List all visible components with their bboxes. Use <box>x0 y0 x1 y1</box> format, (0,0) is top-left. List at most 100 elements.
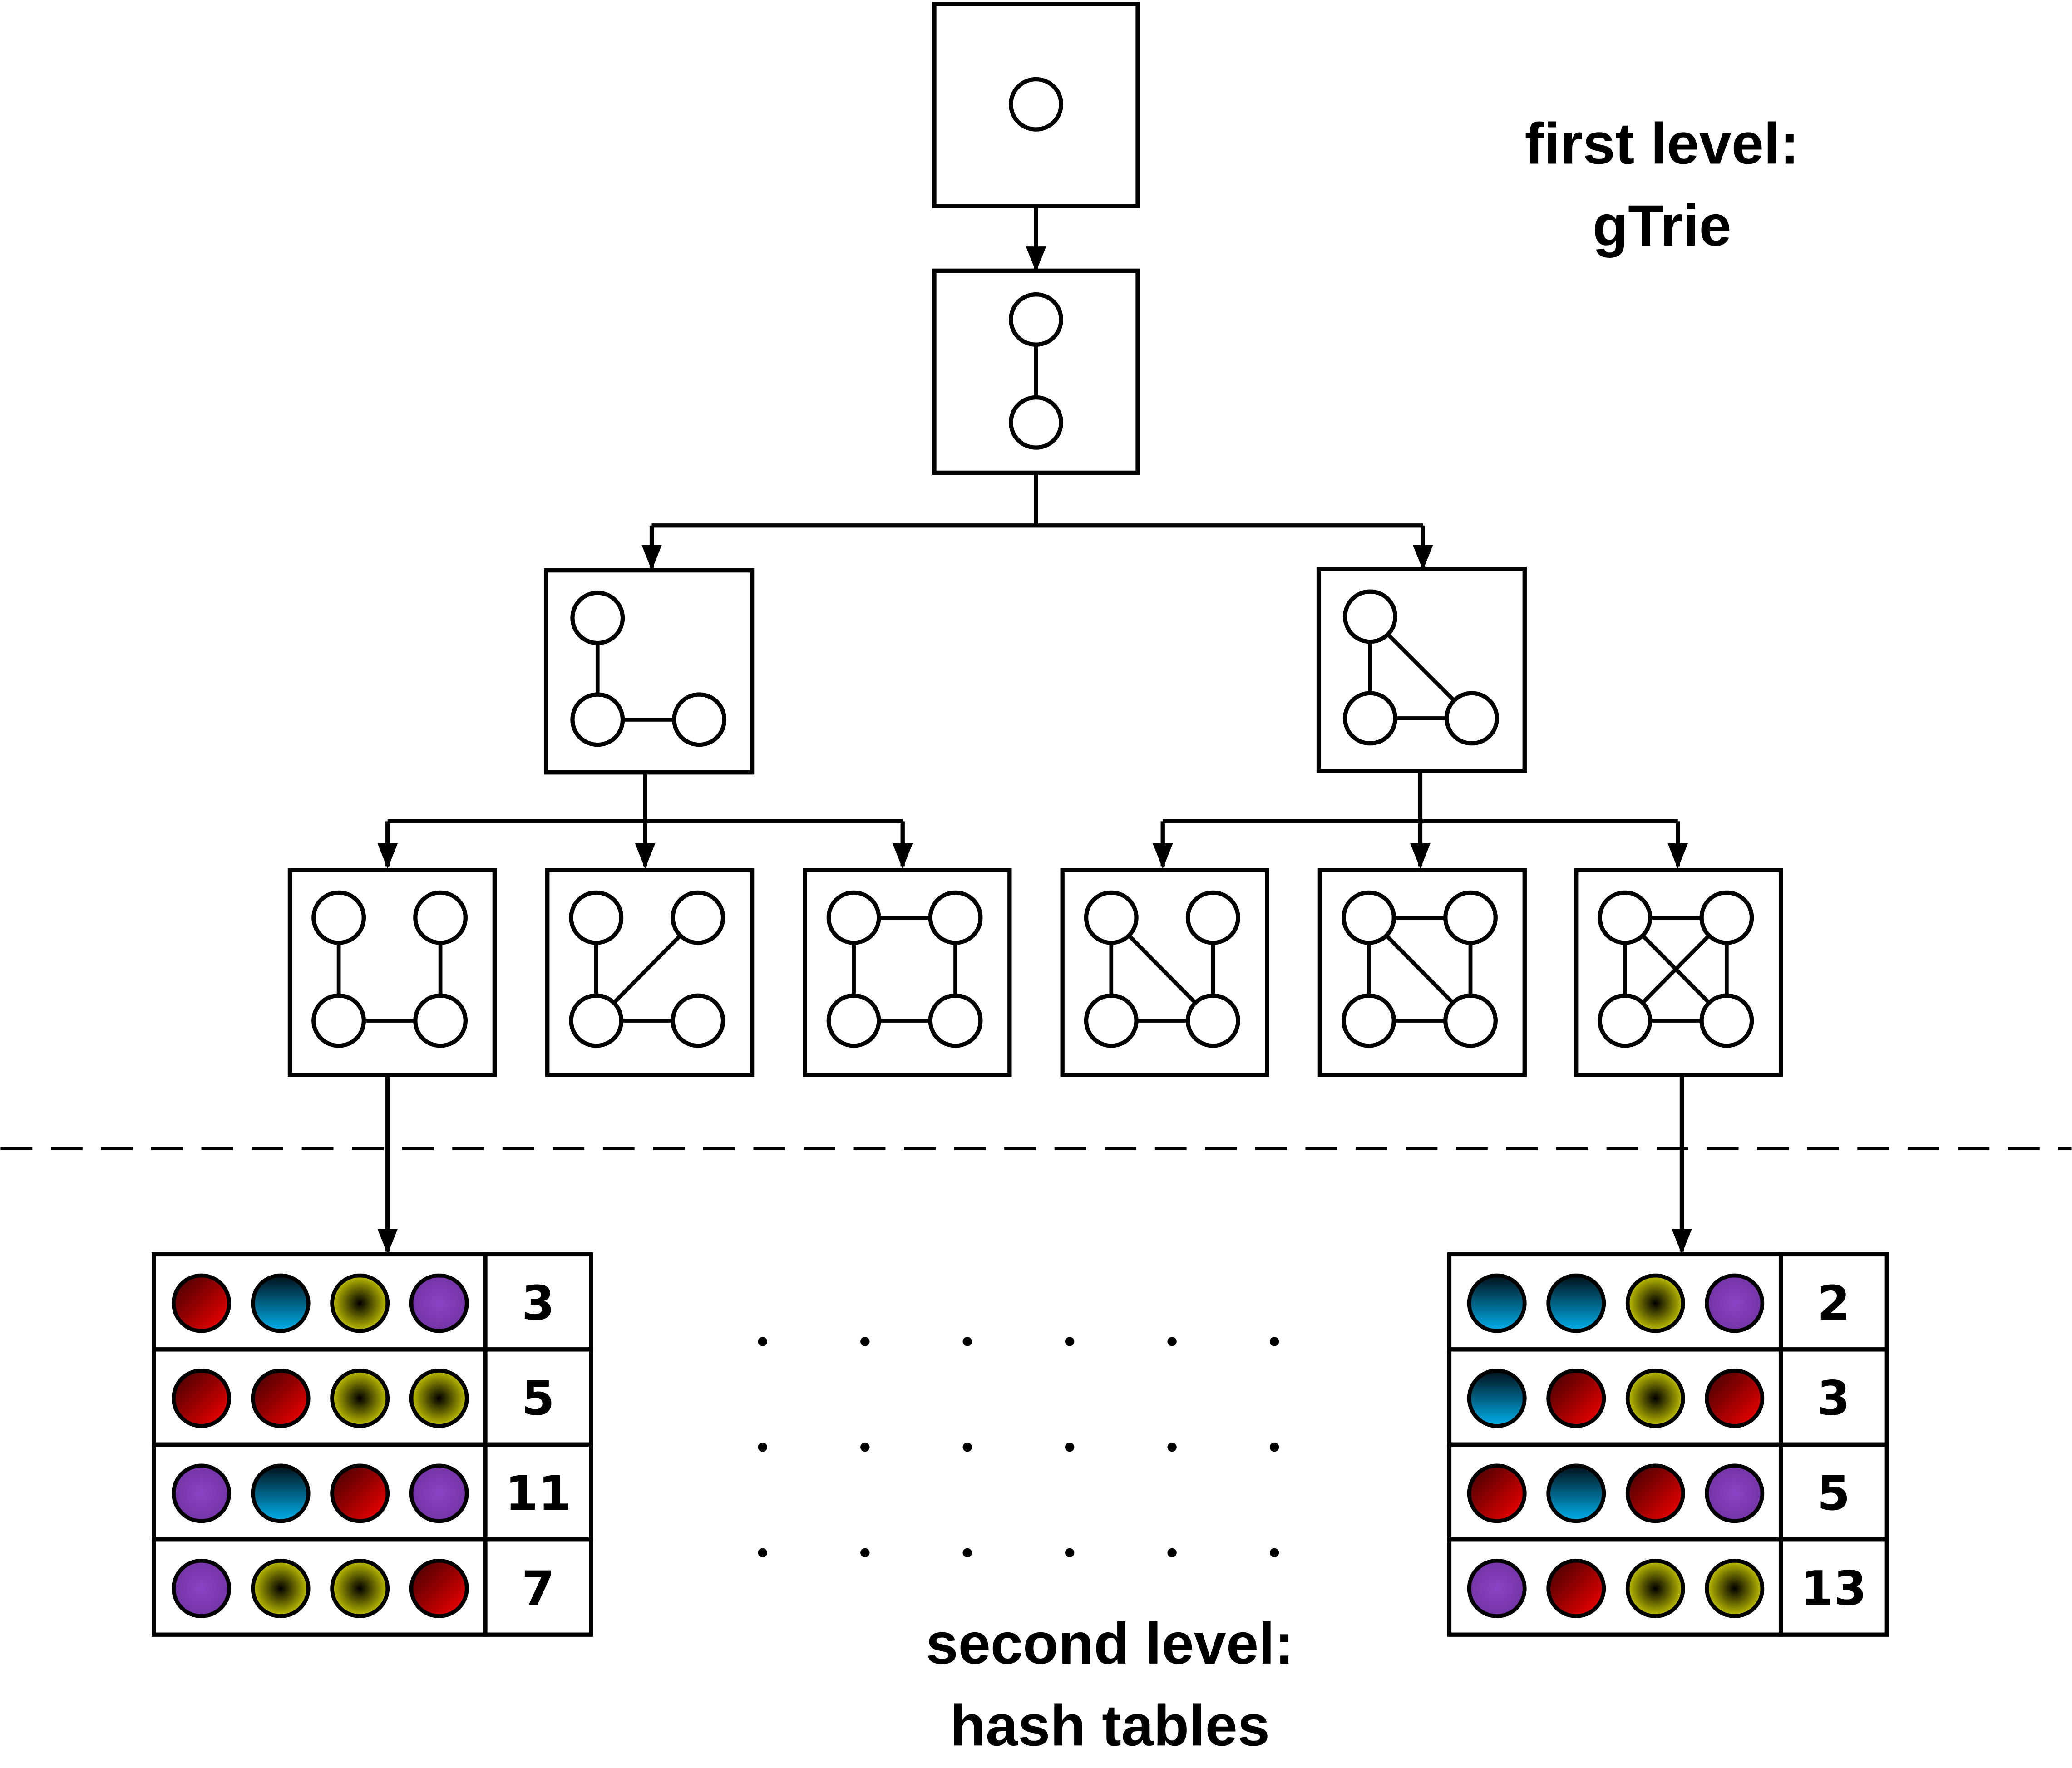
count-cell <box>483 1537 593 1637</box>
count-value: 7 <box>522 1561 555 1616</box>
hash-table-row: 3 <box>1447 1347 1889 1447</box>
hash-table-row: 5 <box>1447 1442 1889 1542</box>
ellipsis-dot <box>758 1548 768 1558</box>
hash-tables: 3 5 11 7 2 3 5 13 <box>152 1252 1889 1637</box>
color-ball-purple <box>1467 1558 1527 1618</box>
ellipsis-dot <box>1167 1337 1177 1346</box>
ellipsis-dot <box>1065 1337 1075 1346</box>
color-ball-yellow <box>251 1558 311 1618</box>
graph-vertex <box>570 692 625 747</box>
ellipsis-dot <box>1065 1442 1075 1452</box>
color-ball-red <box>1546 1558 1606 1618</box>
ellipsis-dot <box>1269 1442 1279 1452</box>
count-cell <box>1778 1347 1889 1447</box>
ellipsis-dot <box>962 1337 972 1346</box>
graph-vertex <box>826 890 881 945</box>
right-hash-table: 2 3 5 13 <box>1447 1252 1889 1637</box>
graph-vertex <box>671 993 725 1048</box>
color-ball-red <box>1546 1369 1606 1428</box>
ellipsis-dot <box>1167 1442 1177 1452</box>
graph-vertex <box>1343 589 1397 644</box>
count-value: 11 <box>505 1466 571 1521</box>
count-value: 2 <box>1817 1276 1850 1331</box>
color-ball-blue <box>1467 1369 1527 1428</box>
graph-vertex <box>311 890 366 945</box>
graph-vertex <box>826 993 881 1048</box>
count-value: 3 <box>522 1276 555 1331</box>
count-value: 5 <box>522 1371 555 1426</box>
ellipsis-dot <box>758 1442 768 1452</box>
gtrie-tree <box>287 2 1783 1255</box>
graph-vertex <box>1699 890 1754 945</box>
color-ball-red <box>1625 1463 1685 1523</box>
graph-vertex <box>1598 993 1653 1048</box>
graph-vertex <box>1342 993 1396 1048</box>
ellipsis-dot <box>860 1548 870 1558</box>
graph-vertex <box>1443 993 1498 1048</box>
count-cell <box>1778 1252 1889 1352</box>
ellipsis-dots <box>758 1337 1279 1558</box>
count-cell <box>1778 1537 1889 1637</box>
graph-edge <box>1385 934 1455 1005</box>
second-level-label-line2: hash tables <box>950 1694 1270 1758</box>
graph-vertex <box>569 890 624 945</box>
color-ball-yellow <box>1625 1273 1685 1333</box>
color-ball-purple <box>409 1463 469 1523</box>
count-value: 5 <box>1817 1466 1850 1521</box>
hash-table-row: 3 <box>152 1252 593 1352</box>
ellipsis-dot <box>962 1548 972 1558</box>
graph-vertex <box>570 591 625 645</box>
color-ball-red <box>172 1273 232 1333</box>
color-ball-blue <box>1467 1273 1527 1333</box>
graph-vertex <box>672 692 727 747</box>
second-level-label-line1: second level: <box>926 1611 1294 1676</box>
graph-vertex <box>1009 292 1063 347</box>
graph-edge <box>1386 633 1455 702</box>
graph-vertex <box>1009 395 1063 450</box>
ellipsis-dot <box>758 1337 768 1346</box>
color-ball-red <box>1467 1463 1527 1523</box>
color-ball-red <box>1705 1369 1765 1428</box>
count-value: 13 <box>1801 1561 1867 1616</box>
graph-edge <box>612 934 682 1005</box>
ellipsis-dot <box>1269 1548 1279 1558</box>
color-ball-blue <box>1546 1273 1606 1333</box>
graph-vertex <box>1443 890 1498 945</box>
ellipsis-dot <box>860 1442 870 1452</box>
color-ball-blue <box>251 1273 311 1333</box>
color-ball-red <box>172 1369 232 1428</box>
color-ball-yellow <box>330 1273 390 1333</box>
color-ball-yellow <box>409 1369 469 1428</box>
graph-vertex <box>1084 890 1139 945</box>
ellipsis-dot <box>860 1337 870 1346</box>
count-cell <box>483 1442 593 1542</box>
graph-vertex <box>1185 890 1240 945</box>
graph-vertex <box>1185 993 1240 1048</box>
ellipsis-dot <box>1065 1548 1075 1558</box>
graph-vertex <box>1342 890 1396 945</box>
color-ball-yellow <box>330 1558 390 1618</box>
color-ball-blue <box>251 1463 311 1523</box>
graph-vertex <box>671 890 725 945</box>
graph-vertex <box>1445 691 1499 746</box>
color-ball-purple <box>172 1463 232 1523</box>
graph-edge <box>1641 934 1711 1005</box>
graph-vertex <box>311 993 366 1048</box>
graph-vertex <box>413 890 468 945</box>
ellipsis-dot <box>1269 1337 1279 1346</box>
color-ball-purple <box>1705 1463 1765 1523</box>
left-hash-table: 3 5 11 7 <box>152 1252 593 1637</box>
graph-vertex <box>1009 77 1063 132</box>
graph-vertex <box>569 993 624 1048</box>
graph-edge <box>1127 934 1197 1005</box>
ellipsis-dot <box>962 1442 972 1452</box>
color-ball-red <box>251 1369 311 1428</box>
color-ball-purple <box>1705 1273 1765 1333</box>
graph-vertex <box>928 890 983 945</box>
color-ball-purple <box>409 1273 469 1333</box>
ellipsis-dot <box>1167 1548 1177 1558</box>
hash-table-row: 13 <box>1447 1537 1889 1637</box>
count-value: 3 <box>1817 1371 1850 1426</box>
graph-vertex <box>1343 691 1397 746</box>
